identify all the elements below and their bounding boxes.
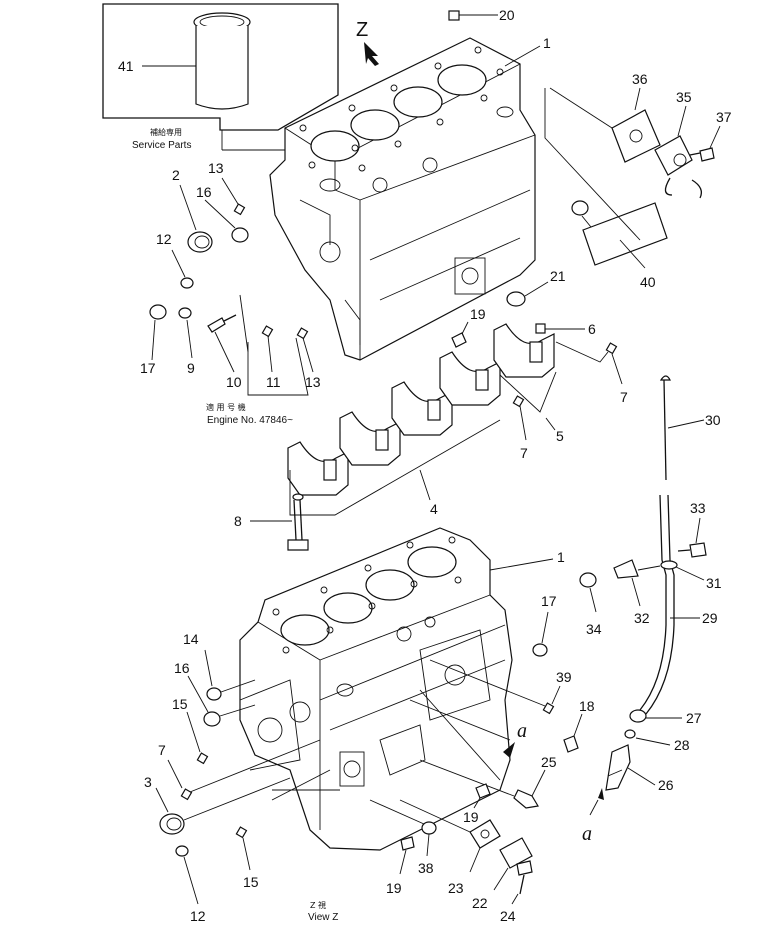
callout-36: 36 bbox=[632, 71, 648, 87]
callout-12-bottom: 12 bbox=[190, 908, 206, 924]
view-z-caption: View Z bbox=[308, 912, 338, 923]
engine-no-caption: Engine No. 47846~ bbox=[207, 415, 293, 426]
callout-27: 27 bbox=[686, 710, 702, 726]
callout-3: 3 bbox=[144, 774, 152, 790]
service-parts-box: 41 補給専用 Service Parts bbox=[102, 3, 339, 151]
callout-8: 8 bbox=[234, 513, 242, 529]
cylinder-liner bbox=[193, 12, 251, 110]
callout-23: 23 bbox=[448, 880, 464, 896]
upper-block-callouts: 1 20 2 16 13 12 17 9 10 bbox=[140, 7, 732, 426]
callout-15-upper: 15 bbox=[172, 696, 188, 712]
callout-22: 22 bbox=[472, 895, 488, 911]
callout-30: 30 bbox=[705, 412, 721, 428]
bore-3 bbox=[393, 86, 443, 118]
callout-29: 29 bbox=[702, 610, 718, 626]
callout-14: 14 bbox=[183, 631, 199, 647]
callout-26: 26 bbox=[658, 777, 674, 793]
callout-41: 41 bbox=[118, 58, 134, 74]
callout-19-mid: 19 bbox=[463, 809, 479, 825]
callout-31: 31 bbox=[706, 575, 722, 591]
callout-39: 39 bbox=[556, 669, 572, 685]
joint-marker-a-lower: a bbox=[582, 823, 592, 845]
callout-19-top: 19 bbox=[470, 306, 486, 322]
callout-15-lower: 15 bbox=[243, 874, 259, 890]
callout-13-lower: 13 bbox=[305, 374, 321, 390]
bearing-cap-3 bbox=[391, 381, 453, 436]
bore-1 bbox=[310, 130, 360, 162]
callout-25: 25 bbox=[541, 754, 557, 770]
callout-10: 10 bbox=[226, 374, 242, 390]
engine-jp-caption: 適 用 号 機 bbox=[206, 402, 246, 412]
callout-7-right-upper: 7 bbox=[620, 389, 628, 405]
callout-1-top: 1 bbox=[543, 35, 551, 51]
callout-2: 2 bbox=[172, 167, 180, 183]
lower-bore-3 bbox=[365, 569, 415, 601]
bore-2 bbox=[350, 109, 400, 141]
callout-28: 28 bbox=[674, 737, 690, 753]
bearing-cap-1 bbox=[287, 441, 349, 496]
view-arrow-label: Z bbox=[356, 19, 368, 41]
bore-4 bbox=[437, 64, 487, 96]
callout-16-top-left: 16 bbox=[196, 184, 212, 200]
callout-11: 11 bbox=[266, 374, 281, 390]
callout-37: 37 bbox=[716, 109, 732, 125]
callout-34: 34 bbox=[586, 621, 602, 637]
callout-5: 5 bbox=[556, 428, 564, 444]
upper-cylinder-block bbox=[269, 37, 536, 361]
callout-6: 6 bbox=[588, 321, 596, 337]
dipstick-assembly: 30 29 31 32 33 34 27 28 bbox=[579, 375, 722, 845]
callout-19-bottom: 19 bbox=[386, 880, 402, 896]
callout-21: 21 bbox=[550, 268, 566, 284]
callout-4: 4 bbox=[430, 501, 438, 517]
callout-35: 35 bbox=[676, 89, 692, 105]
lower-bore-1 bbox=[280, 614, 330, 646]
callout-7-left: 7 bbox=[158, 742, 166, 758]
callout-1-bottom: 1 bbox=[557, 549, 565, 565]
callout-24: 24 bbox=[500, 908, 516, 924]
callout-20: 20 bbox=[499, 7, 515, 23]
callout-7-center: 7 bbox=[520, 445, 528, 461]
callout-12-top: 12 bbox=[156, 231, 172, 247]
view-arrow-icon bbox=[364, 42, 379, 66]
joint-marker-a-upper: a bbox=[517, 720, 527, 742]
bearing-cap-2 bbox=[339, 411, 401, 466]
callout-16-bottom: 16 bbox=[174, 660, 190, 676]
callout-38: 38 bbox=[418, 860, 434, 876]
callout-32: 32 bbox=[634, 610, 650, 626]
callout-40: 40 bbox=[640, 274, 656, 290]
callout-17-bottom: 17 bbox=[541, 593, 557, 609]
lower-bore-4 bbox=[407, 546, 457, 578]
view-z-jp-caption: Z 視 bbox=[310, 901, 326, 910]
service-parts-caption: Service Parts bbox=[132, 140, 191, 151]
lower-bore-2 bbox=[323, 592, 373, 624]
callout-9: 9 bbox=[187, 360, 195, 376]
lower-cylinder-block bbox=[239, 527, 513, 851]
bearing-cap-5 bbox=[493, 323, 555, 378]
main-bearing-caps: 4 5 6 7 7 8 bbox=[234, 321, 628, 551]
callout-18: 18 bbox=[579, 698, 595, 714]
cap-bolt bbox=[287, 493, 309, 551]
callout-33: 33 bbox=[690, 500, 706, 516]
lower-block-callouts: 1 17 39 18 a 25 19 23 bbox=[144, 549, 595, 924]
callout-17-top: 17 bbox=[140, 360, 156, 376]
service-parts-jp-caption: 補給専用 bbox=[150, 127, 182, 137]
callout-13-top: 13 bbox=[208, 160, 224, 176]
bearing-cap-4 bbox=[439, 351, 501, 406]
